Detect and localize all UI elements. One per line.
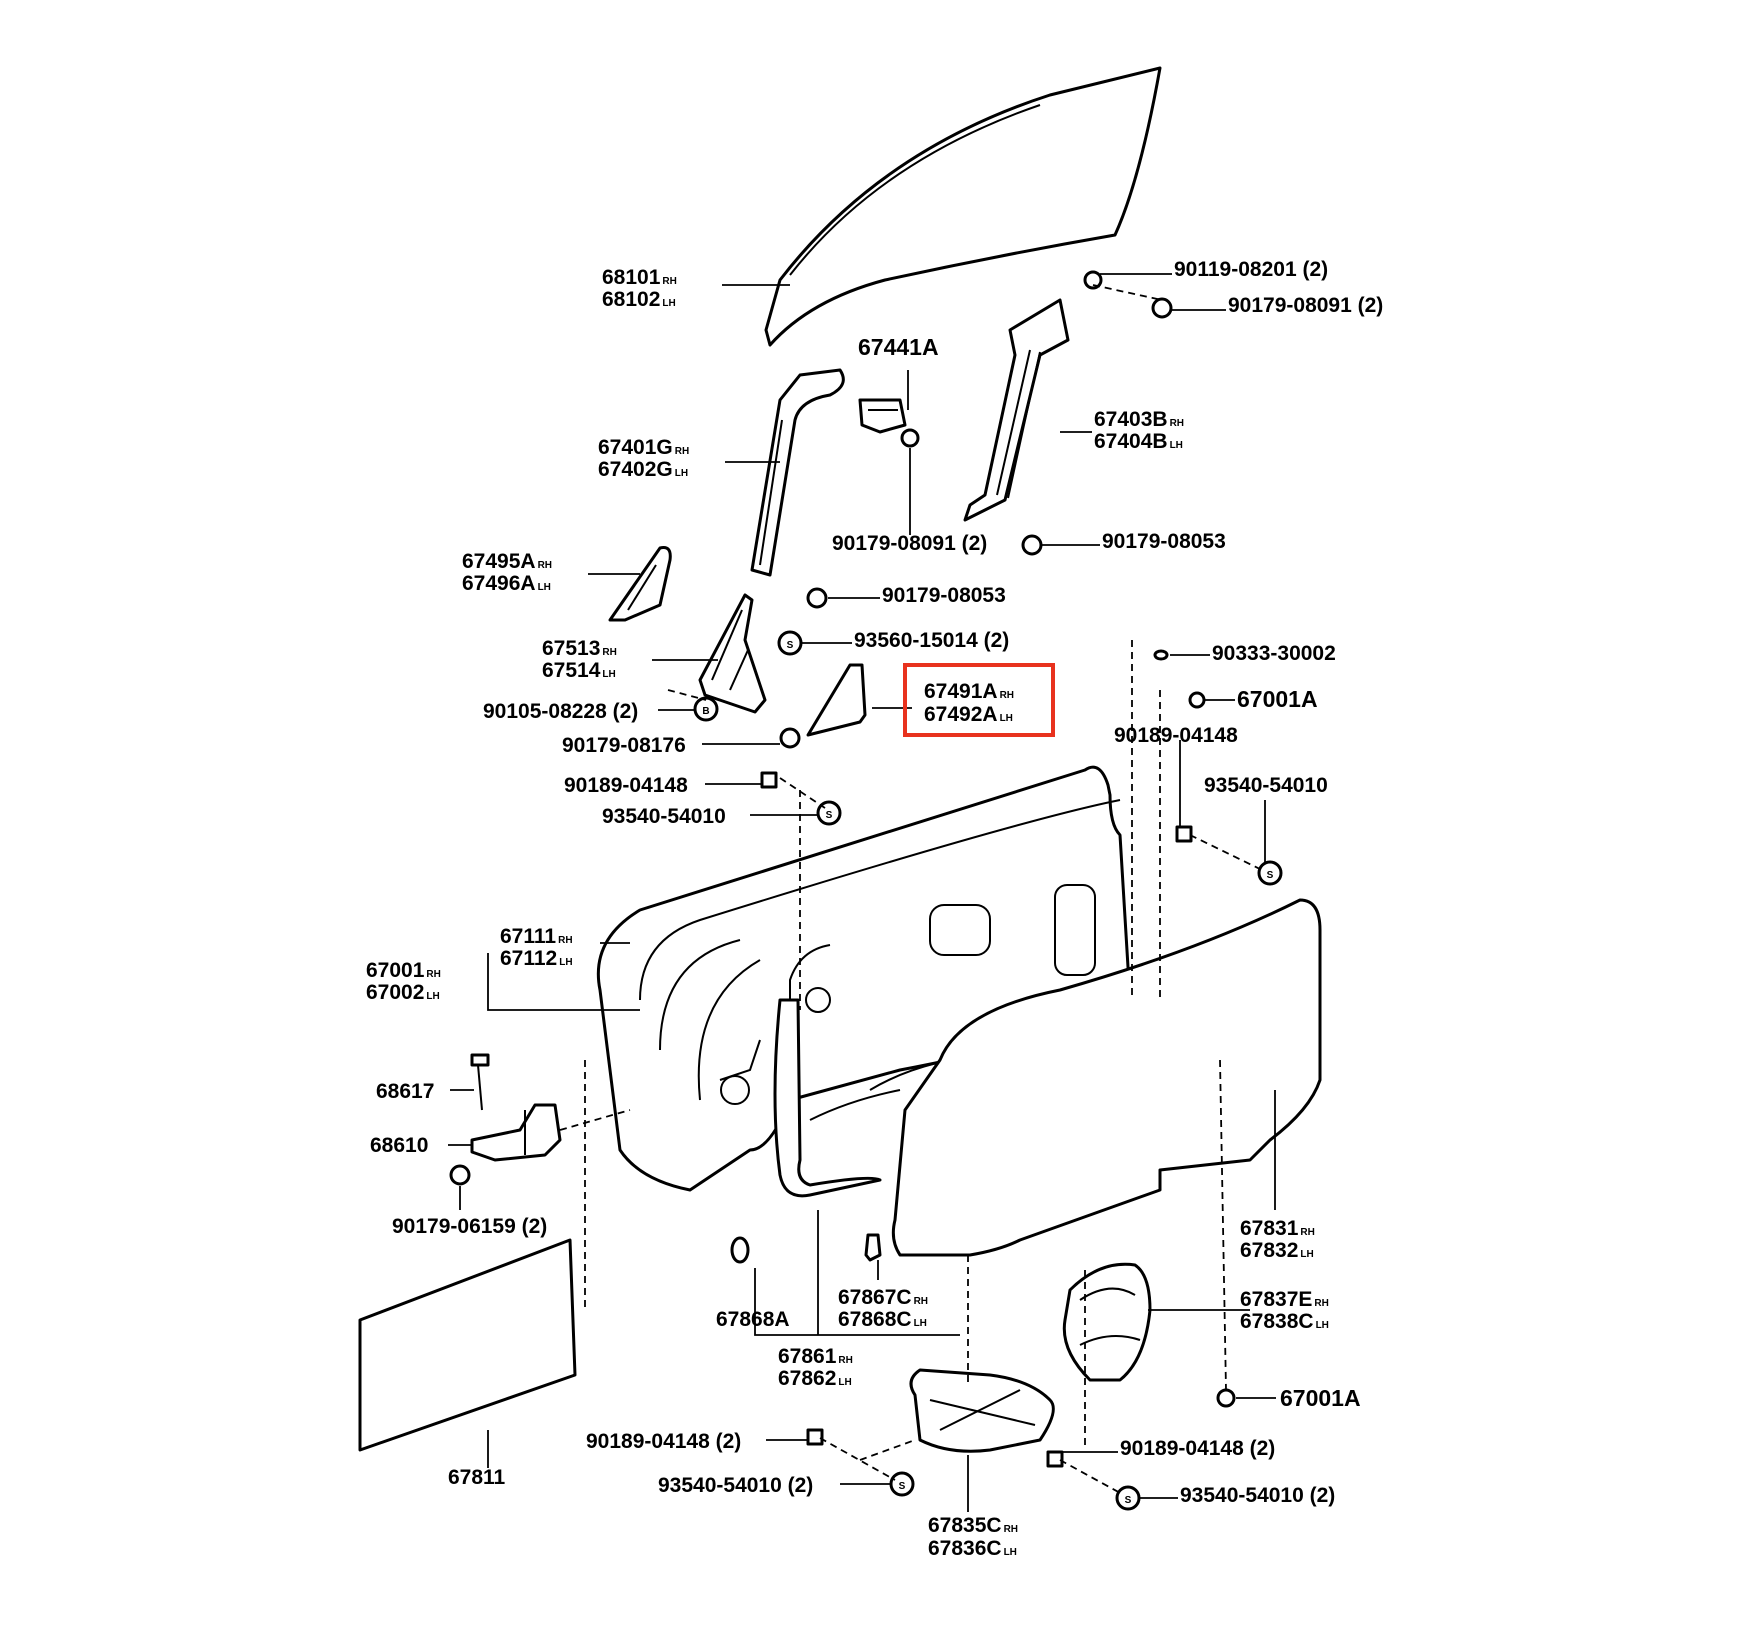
label-93540-54010-right: 93540-54010 — [1204, 774, 1328, 797]
label-90189-04148-bl: 90189-04148 (2) — [586, 1430, 741, 1453]
svg-text:B: B — [702, 706, 709, 717]
label-90179-08053-left: 90179-08053 — [882, 584, 1006, 607]
nut-90179-top — [1151, 297, 1173, 319]
nut-90179-08053-left — [806, 587, 828, 609]
clip-67001A-top — [1188, 691, 1206, 709]
door-shell — [596, 765, 1132, 1192]
fasteners — [449, 270, 1236, 1468]
inner-cover-67835C — [909, 1368, 1055, 1453]
label-90189-04148-br: 90189-04148 (2) — [1120, 1437, 1275, 1460]
label-68610: 68610 — [370, 1134, 428, 1157]
corner-piece-67495A — [608, 546, 672, 622]
label-90189-04148-right: 90189-04148 — [1114, 724, 1238, 747]
door-glass — [764, 66, 1162, 347]
weatherstrip — [773, 998, 882, 1198]
mirror-base-67513 — [698, 593, 767, 714]
label-67001A-bottom: 67001A — [1280, 1385, 1361, 1411]
nut-90179-06159 — [449, 1164, 471, 1186]
circled-symbols: S B S S S S — [693, 630, 1283, 1511]
label-90189-04148-left: 90189-04148 — [564, 774, 688, 797]
nut-90179-mid — [900, 428, 920, 448]
clip-90189-br — [1046, 1450, 1064, 1468]
label-68617: 68617 — [376, 1080, 434, 1103]
dashed-lines — [559, 284, 1263, 1495]
label-90105-08228: 90105-08228 (2) — [483, 700, 638, 723]
hole-cover-sheet — [358, 1238, 577, 1452]
triangle-garnish-67491A — [806, 663, 867, 737]
svg-text:S: S — [1125, 1495, 1132, 1506]
clip-67867C — [864, 1233, 882, 1262]
leader-lines — [448, 273, 1276, 1512]
svg-text:S: S — [1267, 870, 1274, 881]
s-symbol-93540-right: S — [1257, 860, 1283, 886]
svg-text:S: S — [826, 810, 833, 821]
clip-90189-bl — [806, 1428, 824, 1446]
speaker-cover-67837E — [1062, 1262, 1152, 1382]
svg-text:S: S — [899, 1481, 906, 1492]
b-symbol-90105: B — [693, 696, 719, 722]
label-93540-54010-bl: 93540-54010 (2) — [658, 1474, 813, 1497]
nut-90179-08053-right — [1021, 534, 1043, 556]
label-90179-06159: 90179-06159 (2) — [392, 1215, 547, 1238]
s-symbol-93540-bl: S — [889, 1471, 915, 1497]
label-67811: 67811 — [448, 1466, 506, 1489]
label-90179-08091-mid: 90179-08091 (2) — [832, 532, 987, 555]
rear-run-channel — [750, 368, 845, 577]
plug-90333 — [1153, 649, 1169, 661]
s-symbol-93540-br: S — [1115, 1485, 1141, 1511]
clip-90189-left — [760, 771, 778, 789]
label-67001A-top: 67001A — [1237, 686, 1318, 712]
label-93540-54010-left: 93540-54010 — [602, 805, 726, 828]
label-90179-08053-right: 90179-08053 — [1102, 530, 1226, 553]
bolt-90119 — [1083, 270, 1103, 290]
label-67868A: 67868A — [716, 1308, 790, 1331]
service-hole-cover — [891, 898, 1322, 1257]
label-90119-08201: 90119-08201 (2) — [1174, 258, 1328, 281]
label-67441A: 67441A — [858, 334, 939, 360]
label-93540-54010-br: 93540-54010 (2) — [1180, 1484, 1335, 1507]
highlight-box — [903, 663, 1055, 737]
clip-67001A-bottom — [1216, 1388, 1236, 1408]
label-90179-08176: 90179-08176 — [562, 734, 686, 757]
door-hinge — [470, 1053, 562, 1162]
grommet-67868A — [730, 1236, 750, 1264]
label-90333-30002: 90333-30002 — [1212, 642, 1336, 665]
label-93560-15014: 93560-15014 (2) — [854, 629, 1009, 652]
clip-90189-right — [1175, 825, 1193, 843]
s-symbol-93560: S — [777, 630, 803, 656]
nut-90179-08176 — [779, 727, 801, 749]
bracket-67441A — [858, 398, 907, 434]
label-90179-08091-top: 90179-08091 (2) — [1228, 294, 1383, 317]
svg-text:S: S — [787, 640, 794, 651]
front-run-channel — [963, 298, 1070, 522]
